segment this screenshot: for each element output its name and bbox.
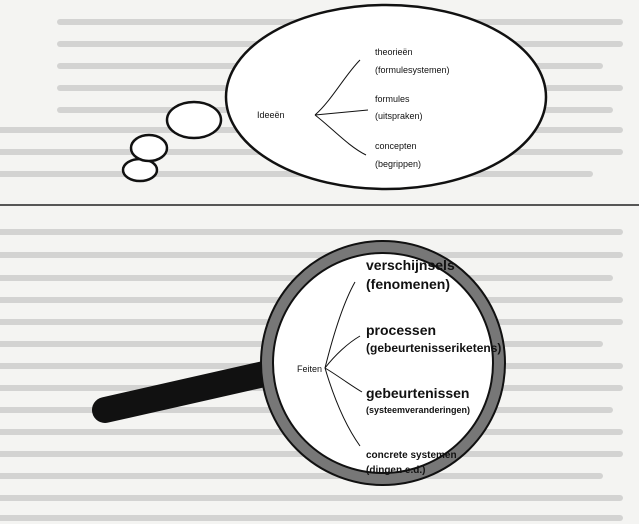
thought-bubble-small-2 [129,133,169,163]
bottom-branch-2-name: processen [366,322,436,338]
top-branch-3-gloss: (begrippen) [375,159,421,169]
thought-bubble-small-3 [165,100,223,140]
top-branch-1-name: theorieën [375,47,413,57]
bottom-branch-3-name: gebeurtenissen [366,385,469,401]
top-branch-2-name: formules [375,94,410,104]
thought-bubble-main [224,3,548,191]
top-branch-line-2 [314,109,369,116]
bottom-branch-1-name: verschijnsels [366,257,455,273]
magnifier-handle [92,357,295,423]
top-branch-2-gloss: (uitspraken) [375,111,423,121]
top-branch-line-1 [314,59,361,116]
bottom-branch-1-gloss: (fenomenen) [366,276,450,292]
bottom-branch-line-2 [324,335,361,369]
bottom-branch-4-name: concrete systemen [366,450,457,461]
top-branch-1-gloss: (formulesystemen) [375,65,450,75]
bottom-branch-line-3 [324,367,363,393]
bottom-branch-line-1 [324,281,356,369]
bottom-root-label: Feiten [297,364,322,374]
top-branch-3-name: concepten [375,141,417,151]
bottom-branch-2-gloss: (gebeurtenisseriketens) [366,341,501,355]
bottom-branch-4-gloss: (dingen e.d.) [366,465,425,476]
thought-bubble-small-1 [121,157,159,183]
magnifying-glass-icon: Feiten verschijnsels (fenomenen) process… [92,240,506,486]
thought-bubble: Ideeën theorieën (formulesystemen) formu… [121,3,548,191]
top-branch-line-3 [314,114,367,156]
bottom-branch-line-4 [324,367,361,447]
top-branch-lines [314,59,369,156]
top-root-label: Ideeën [257,110,285,120]
bottom-branch-3-gloss: (systeemveranderingen) [366,405,470,415]
magnifier-lens [272,252,494,474]
bottom-branch-lines [324,281,363,447]
